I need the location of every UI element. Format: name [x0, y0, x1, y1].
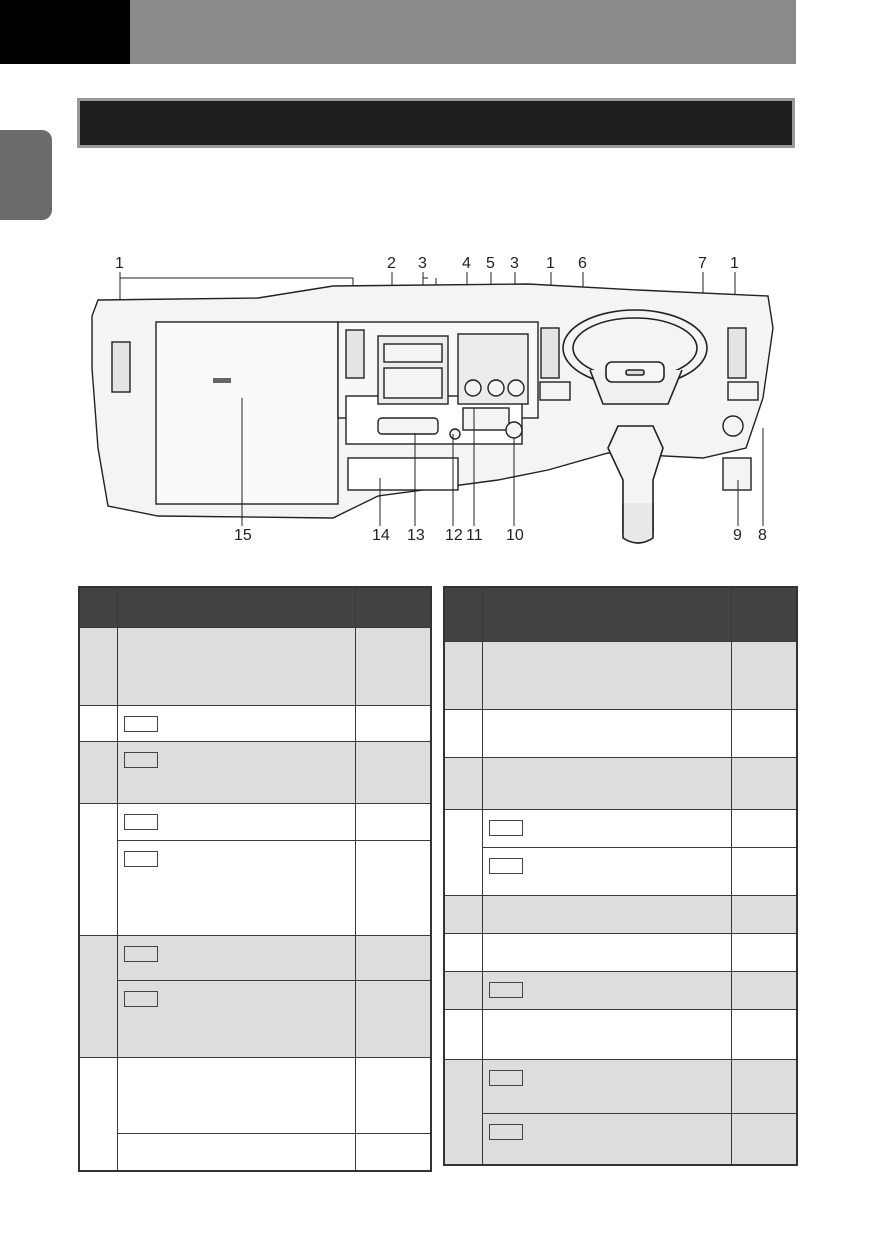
- reference-box: [123, 715, 158, 732]
- table-header-cell: [78, 586, 118, 628]
- callout-label: 9: [733, 527, 742, 544]
- callout-label: 4: [462, 255, 471, 272]
- callout-label: 7: [698, 255, 707, 272]
- header-corner-block: [0, 0, 130, 64]
- callout-label: 1: [730, 255, 739, 272]
- chapter-side-tab[interactable]: [0, 130, 52, 220]
- reference-box: [488, 1123, 523, 1140]
- table-row: [444, 1112, 798, 1166]
- reference-box: [488, 1069, 523, 1086]
- table-row: [443, 1058, 798, 1166]
- table-row: [443, 932, 798, 972]
- table-header-cell: [443, 586, 483, 642]
- callout-label: 6: [578, 255, 587, 272]
- callout-label: 13: [407, 527, 425, 544]
- callout-label: 3: [510, 255, 519, 272]
- dashboard-illustration: 1 2 3 4 5 3 1 6 7 1: [91, 255, 774, 544]
- table-header-cell: [481, 586, 732, 642]
- table-header-cell: [354, 586, 432, 628]
- table-header-cell: [116, 586, 356, 628]
- reference-box: [123, 945, 158, 962]
- reference-box: [488, 819, 523, 836]
- table-row: [443, 1008, 798, 1060]
- callout-label: 2: [387, 255, 396, 272]
- table-row: [443, 808, 798, 896]
- callout-label: 1: [115, 255, 124, 272]
- table-row: [79, 1132, 432, 1172]
- reference-box: [488, 857, 523, 874]
- callout-label: 12: [445, 527, 463, 544]
- section-title-bar: [77, 98, 795, 148]
- reference-box: [123, 751, 158, 768]
- table-row: [444, 846, 798, 896]
- callout-label: 3: [418, 255, 427, 272]
- table-row: [79, 839, 432, 936]
- table-header-cell: [730, 586, 798, 642]
- table-row: [443, 894, 798, 934]
- callout-label: 5: [486, 255, 495, 272]
- table-row: [443, 640, 798, 710]
- table-row: [78, 740, 432, 804]
- callout-label: 14: [372, 527, 390, 544]
- table-row: [79, 979, 432, 1058]
- table-row: [78, 626, 432, 706]
- callout-label: 8: [758, 527, 767, 544]
- table-row: [443, 756, 798, 810]
- table-row: [78, 1056, 432, 1172]
- table-row: [443, 708, 798, 758]
- table-row: [443, 970, 798, 1010]
- callout-label: 15: [234, 527, 252, 544]
- table-row: [78, 802, 432, 936]
- table-row: [78, 704, 432, 742]
- glovebox-handle-icon: [213, 378, 231, 383]
- table-row: [78, 934, 432, 1058]
- callout-label: 10: [506, 527, 524, 544]
- reference-box: [123, 850, 158, 867]
- controls-table-left: [78, 586, 432, 1172]
- reference-box: [123, 813, 158, 830]
- controls-table-right: [443, 586, 798, 1166]
- callout-label: 11: [466, 527, 483, 544]
- reference-box: [123, 990, 158, 1007]
- callout-label: 1: [546, 255, 555, 272]
- reference-box: [488, 981, 523, 998]
- header-bar: [130, 0, 796, 64]
